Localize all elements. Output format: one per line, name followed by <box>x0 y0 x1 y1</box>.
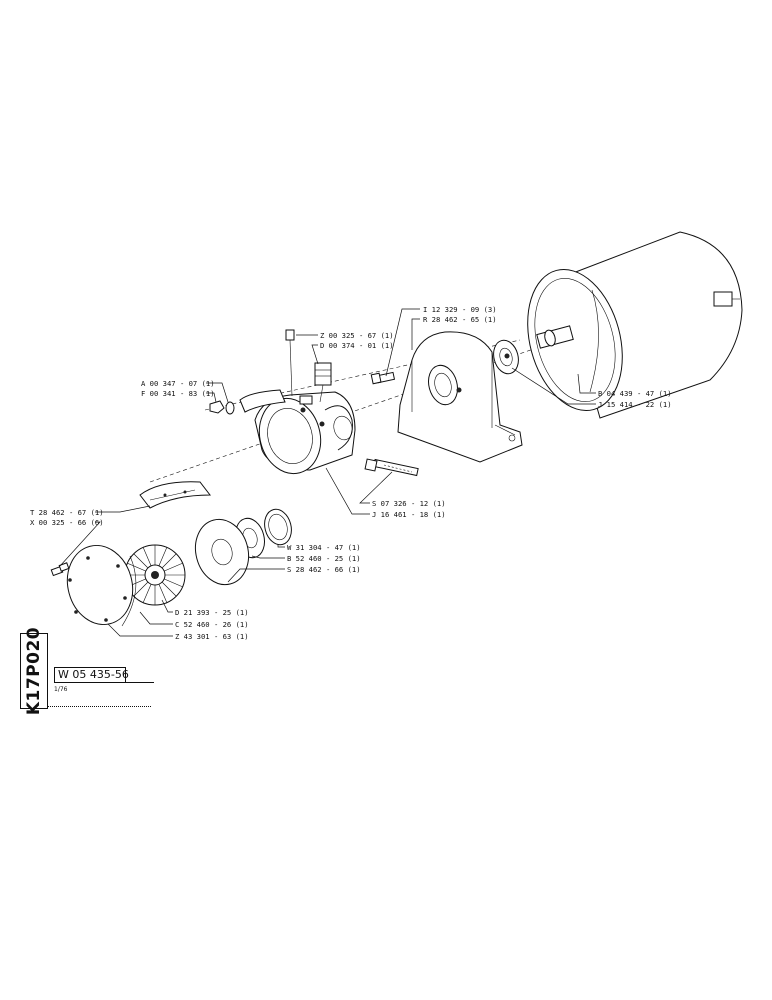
label-j-16-461-18: J 16 461 - 18 (1) <box>372 510 446 519</box>
mounting-bracket <box>397 331 523 463</box>
leader-d-21-393-25 <box>161 599 173 613</box>
leader-c-52-460-26 <box>139 611 173 625</box>
sheet-code-box: K17P020 <box>20 627 48 715</box>
leader-r-28-462-65 <box>411 318 420 350</box>
title-block-bottom-rule <box>47 706 151 708</box>
label-r-28-462-65: R 28 462 - 65 (1) <box>423 315 497 324</box>
label-j-15-414-22: J 15 414 - 22 (1) <box>598 400 672 409</box>
long-bolt <box>364 458 419 477</box>
drawing-number: W 05 435-56 <box>58 668 129 681</box>
leader-j-15-414-22 <box>511 367 596 405</box>
grease-cup <box>314 362 332 403</box>
leader-i-12-329-09 <box>385 308 420 377</box>
label-b-52-460-25: B 52 460 - 25 (1) <box>287 554 361 563</box>
drawing-number-box: W 05 435-56 <box>54 667 129 683</box>
bracket-screw <box>370 371 396 385</box>
leader-t-28-462-67 <box>95 505 151 513</box>
label-c-52-460-26: C 52 460 - 26 (1) <box>175 620 249 629</box>
sheet-code: K17P020 <box>24 626 44 716</box>
label-s-07-326-12: S 07 326 - 12 (1) <box>372 499 446 508</box>
leader-s-28-462-66 <box>227 568 285 583</box>
pump-body <box>239 389 356 475</box>
cover-plate <box>66 544 137 627</box>
label-z-00-325-67: Z 00 325 - 67 (1) <box>320 331 394 340</box>
leader-x-00-325-66 <box>59 521 101 567</box>
electric-motor <box>527 231 743 419</box>
label-d-00-374-01: D 00 374 - 01 (1) <box>320 341 394 350</box>
leader-z-43-301-63 <box>107 623 173 637</box>
leader-b-52-460-25 <box>251 555 285 559</box>
motor-terminal-box <box>713 291 733 307</box>
leader-w-31-304-47 <box>277 544 285 548</box>
label-a-00-347-07: A 00 347 - 07 (1) <box>141 379 215 388</box>
leader-f-00-341-83 <box>206 392 217 403</box>
label-b-04-439-47: B 04 439 - 47 (1) <box>598 389 672 398</box>
impeller <box>124 544 186 606</box>
label-s-28-462-66: S 28 462 - 66 (1) <box>287 565 361 574</box>
leader-a-00-347-07 <box>206 382 229 403</box>
label-i-12-329-09: I 12 329 - 09 (3) <box>423 305 497 314</box>
intermediate-plate <box>194 518 250 586</box>
leader-b-04-439-47 <box>577 373 596 394</box>
coupling <box>493 339 519 375</box>
grease-cap <box>285 329 295 397</box>
leader-j-16-461-18 <box>325 467 370 515</box>
label-x-00-325-66: X 00 325 - 66 (6) <box>30 518 104 527</box>
o-ring <box>264 508 292 546</box>
leader-s-07-326-12 <box>359 471 393 504</box>
label-t-28-462-67: T 28 462 - 67 (1) <box>30 508 104 517</box>
leader-d-00-374-01 <box>311 344 319 365</box>
label-f-00-341-83: F 00 341 - 83 (1) <box>141 389 215 398</box>
small-note: 1/76 <box>54 686 68 693</box>
label-w-31-304-47: W 31 304 - 47 (1) <box>287 543 361 552</box>
title-block-rule <box>126 682 154 684</box>
cover-screw <box>50 562 70 577</box>
label-z-43-301-63: Z 43 301 - 63 (1) <box>175 632 249 641</box>
wear-plate <box>139 481 212 509</box>
nut-washer <box>209 400 235 415</box>
label-d-21-393-25: D 21 393 - 25 (1) <box>175 608 249 617</box>
